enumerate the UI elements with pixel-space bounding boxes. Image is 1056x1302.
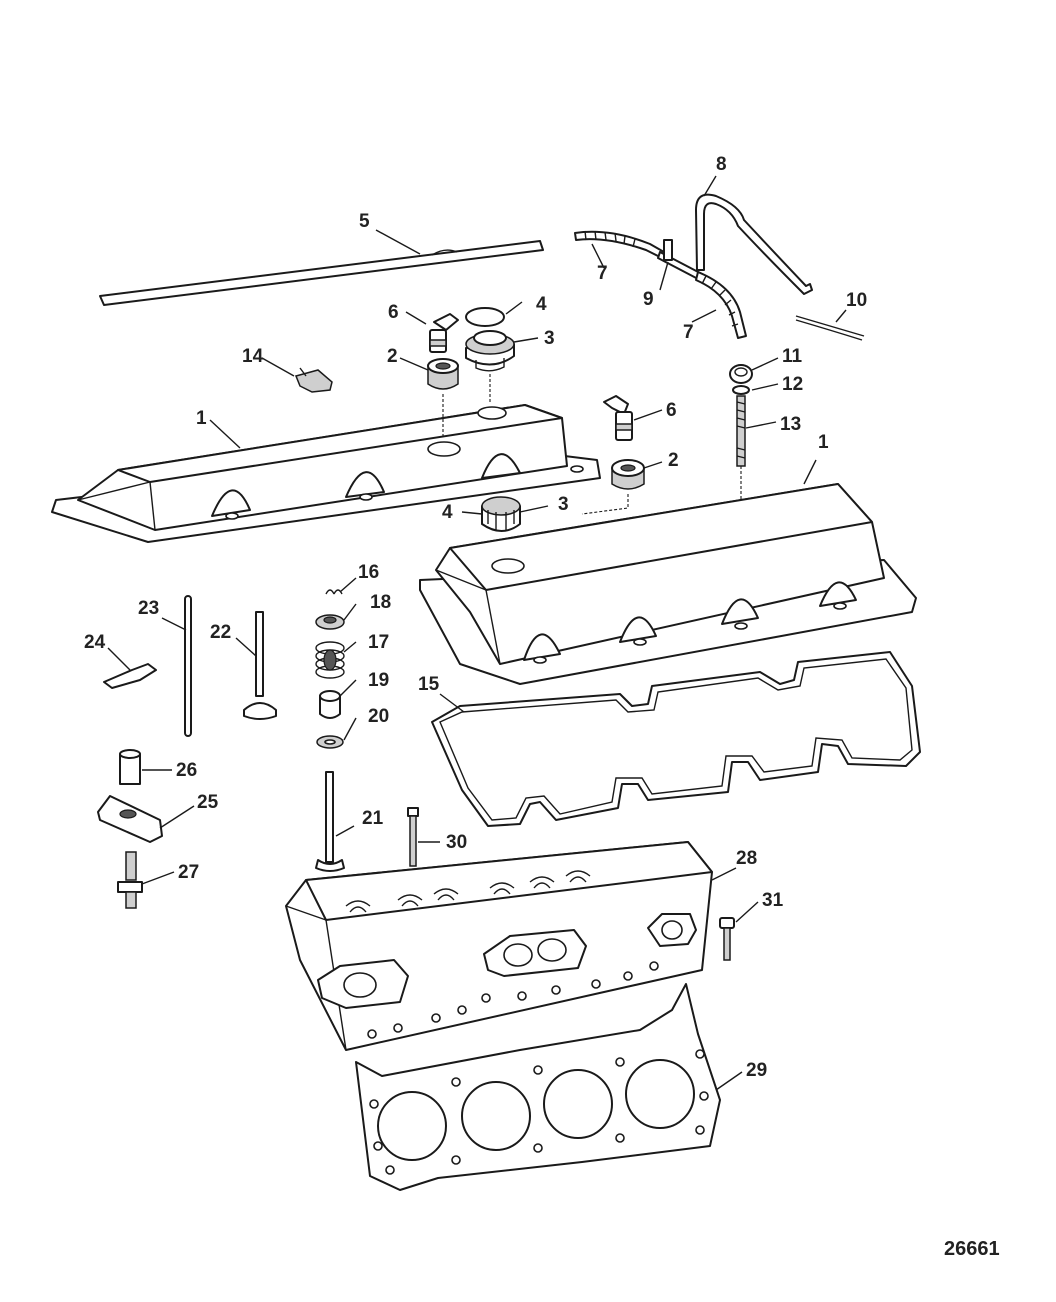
callout-11: 11 [782, 346, 803, 367]
callout-16: 16 [358, 562, 379, 583]
part-31-bolt [719, 917, 735, 961]
callout-3-right: 3 [558, 494, 569, 515]
callout-8: 8 [716, 154, 727, 175]
part-24-guide-plate [103, 663, 157, 689]
part-1-left-valve-cover [51, 404, 601, 543]
callout-25: 25 [197, 792, 219, 813]
callout-10: 10 [846, 290, 867, 311]
part-10-line [795, 315, 865, 341]
part-23-pushrod [184, 595, 192, 737]
callout-1-right: 1 [818, 432, 829, 453]
part-7-upper-hose [574, 230, 665, 259]
callout-31: 31 [762, 890, 784, 911]
callout-27: 27 [178, 862, 199, 883]
part-26-rocker-nut [119, 749, 141, 785]
callout-3-left: 3 [544, 328, 555, 349]
part-18-spring-retainer [315, 614, 345, 630]
callout-26: 26 [176, 760, 197, 781]
part-7-lower-hose [695, 271, 747, 339]
part-6-left-elbow [429, 313, 459, 353]
callout-6-right: 6 [666, 400, 677, 421]
part-29-head-gasket [355, 983, 721, 1191]
leader-lines [107, 175, 847, 1091]
part-4-left-cap-top [465, 307, 505, 327]
callout-21: 21 [362, 808, 384, 829]
callout-labels: 5 6 4 3 2 14 1 7 8 9 7 10 11 12 13 6 2 1… [84, 154, 867, 1081]
callout-2-left: 2 [387, 346, 398, 367]
callout-29: 29 [746, 1060, 767, 1081]
part-3-right-oil-fill-cap [481, 496, 521, 532]
callout-30: 30 [446, 832, 467, 853]
part-17-valve-spring [315, 641, 345, 679]
part-12-washer [732, 385, 750, 395]
part-19-valve-seal [319, 690, 341, 719]
part-25-rocker-arm [97, 795, 163, 843]
callout-5: 5 [359, 211, 370, 232]
callout-7-upper: 7 [597, 263, 608, 284]
callout-4-left: 4 [536, 294, 547, 315]
part-8-hose [695, 193, 813, 295]
part-16-valve-keepers [325, 589, 343, 595]
callout-28: 28 [736, 848, 757, 869]
callout-4-right: 4 [442, 502, 453, 523]
callout-24: 24 [84, 632, 106, 653]
part-13-stud [736, 395, 746, 467]
callout-7-lower: 7 [683, 322, 694, 343]
part-20-shim [316, 735, 344, 749]
callout-6-left: 6 [388, 302, 399, 323]
callout-18: 18 [370, 592, 391, 613]
callout-15: 15 [418, 674, 440, 695]
callout-19: 19 [368, 670, 389, 691]
part-5-baffle [99, 240, 544, 306]
part-6-right-elbow [603, 395, 633, 441]
figure-number: 26661 [944, 1238, 1000, 1260]
callout-22: 22 [210, 622, 231, 643]
part-22-valve [243, 611, 277, 720]
part-2-left-grommet [427, 358, 459, 390]
callout-20: 20 [368, 706, 389, 727]
part-11-nut [729, 364, 753, 384]
part-30-head-bolt [407, 807, 419, 867]
part-15-valve-cover-gasket [431, 651, 921, 827]
callout-1-left: 1 [196, 408, 207, 429]
callout-23: 23 [138, 598, 159, 619]
part-27-rocker-stud [117, 851, 143, 909]
part-21-valve [315, 771, 345, 872]
part-28-cylinder-head [285, 841, 713, 1051]
callout-14: 14 [242, 346, 264, 367]
callout-2-right: 2 [668, 450, 679, 471]
part-2-right-grommet [611, 459, 645, 490]
callout-17: 17 [368, 632, 389, 653]
part-1-right-valve-cover [419, 483, 917, 685]
part-3-left-oil-fill-cap [465, 330, 515, 372]
callout-13: 13 [780, 414, 801, 435]
part-14-clip [294, 367, 333, 393]
callout-9: 9 [643, 289, 654, 310]
callout-12: 12 [782, 374, 803, 395]
